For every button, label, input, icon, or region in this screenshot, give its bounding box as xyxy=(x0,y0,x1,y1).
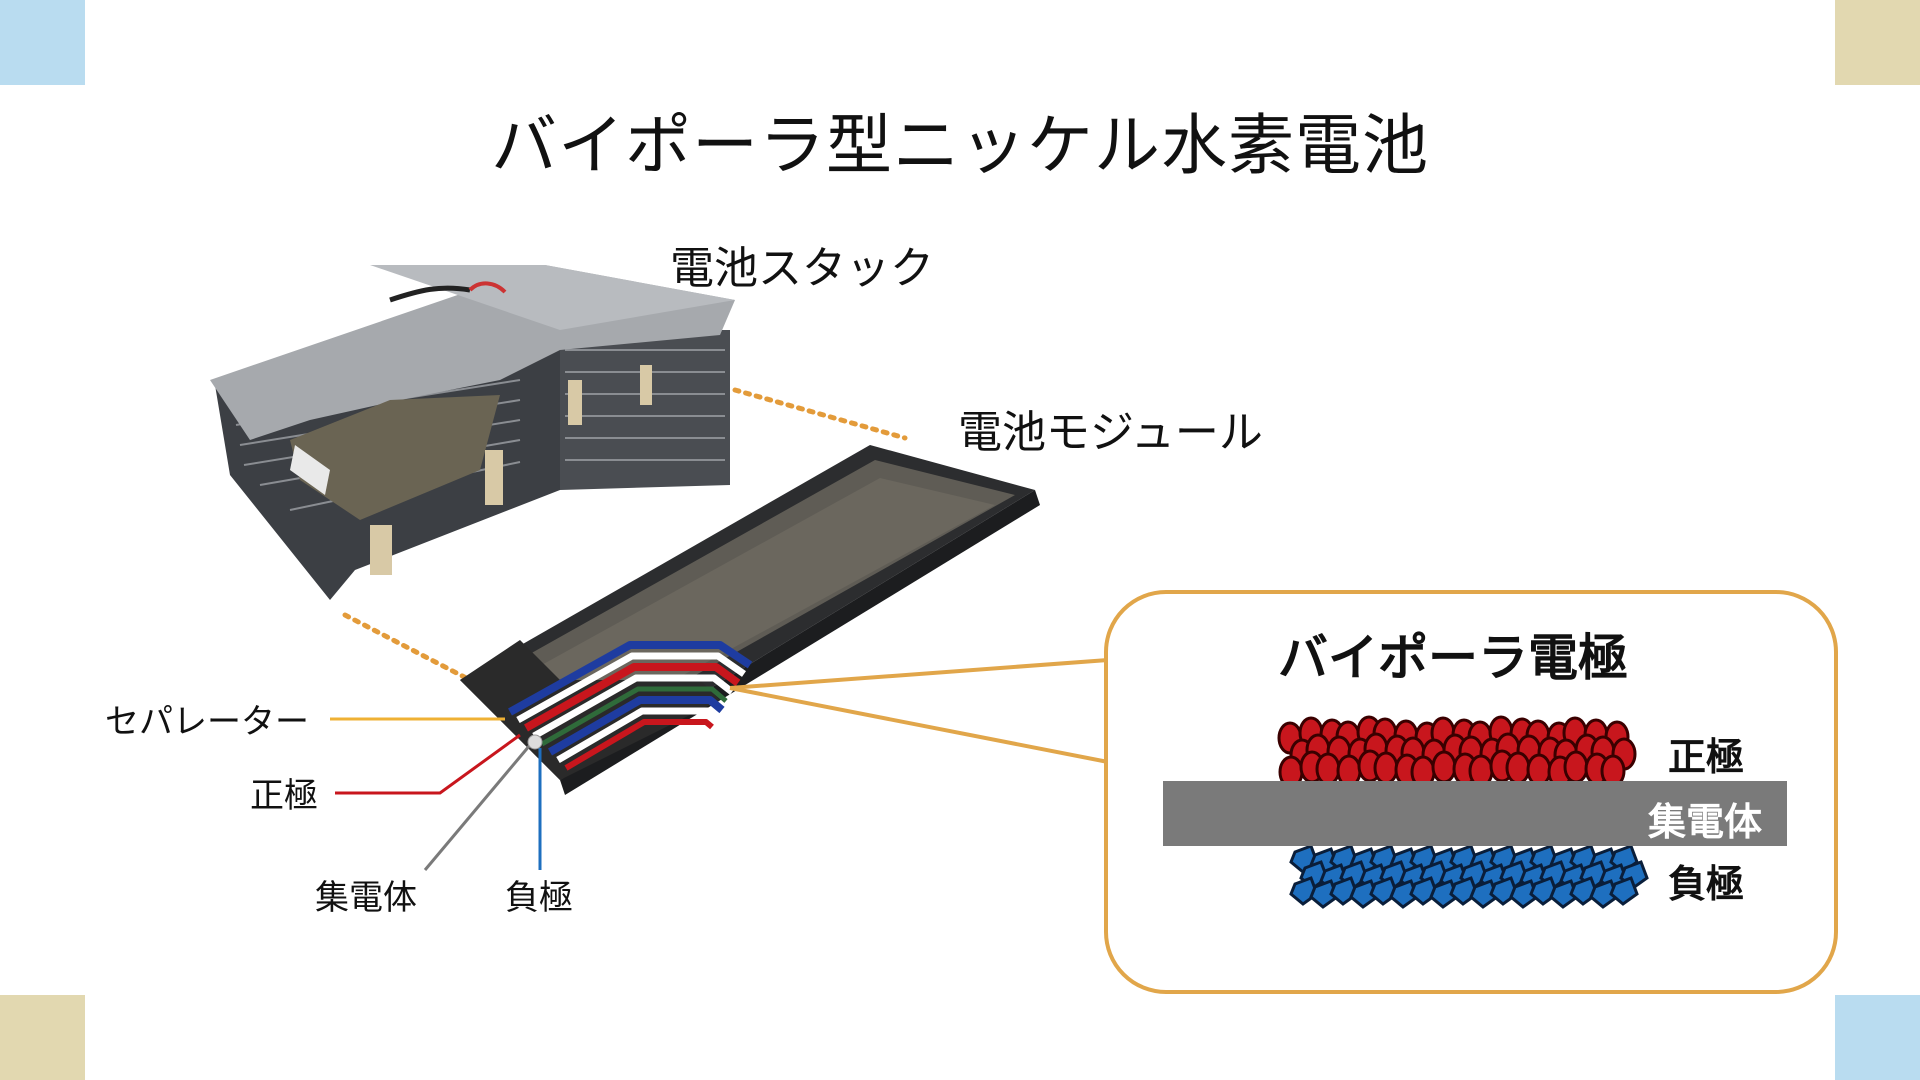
positive-particles xyxy=(1277,715,1637,789)
positive-pointer-line xyxy=(335,733,521,795)
collector-bar xyxy=(1163,781,1787,846)
battery-stack-image xyxy=(210,265,735,600)
positive-particle xyxy=(1431,750,1457,784)
positive-particle xyxy=(1315,752,1341,786)
callout-collector-label: 集電体 xyxy=(1648,800,1763,844)
positive-legend-label: 正極 xyxy=(250,776,318,816)
negative-particle xyxy=(1309,879,1339,909)
negative-particle xyxy=(1349,879,1379,909)
corner-top-left xyxy=(0,0,85,85)
negative-particles xyxy=(1289,844,1649,909)
positive-particle xyxy=(1526,753,1552,787)
negative-particle xyxy=(1609,876,1639,906)
positive-particle xyxy=(1563,750,1589,784)
stack-label: 電池スタック xyxy=(670,243,934,294)
negative-particle xyxy=(1589,879,1619,909)
positive-particle xyxy=(1505,751,1531,785)
collector-pointer-line xyxy=(423,744,532,871)
module-label: 電池モジュール xyxy=(958,407,1263,458)
stack-connector-bottom xyxy=(342,612,473,683)
collector-legend-label: 集電体 xyxy=(315,878,417,918)
corner-top-right xyxy=(1835,0,1920,85)
separator-legend-label: セパレーター xyxy=(105,702,309,742)
negative-particle xyxy=(1389,879,1419,909)
negative-particle xyxy=(1429,879,1459,909)
callout-connector-top xyxy=(729,658,1109,690)
callout-connector-bottom xyxy=(729,686,1109,764)
negative-particle xyxy=(1509,879,1539,909)
negative-legend-label: 負極 xyxy=(505,878,573,918)
callout-positive-label: 正極 xyxy=(1668,735,1745,779)
corner-bottom-right xyxy=(1835,995,1920,1080)
positive-particle xyxy=(1373,751,1399,785)
corner-bottom-left xyxy=(0,995,85,1080)
callout-title: バイポーラ電極 xyxy=(1278,629,1628,687)
collector-marker xyxy=(527,734,543,750)
negative-particle xyxy=(1469,879,1499,909)
negative-particle xyxy=(1549,879,1579,909)
page-title: バイポーラ型ニッケル水素電池 xyxy=(491,107,1429,184)
callout-negative-label: 負極 xyxy=(1668,862,1745,906)
electrode-layers-cutaway xyxy=(508,641,753,771)
stack-connector-top xyxy=(732,387,908,441)
